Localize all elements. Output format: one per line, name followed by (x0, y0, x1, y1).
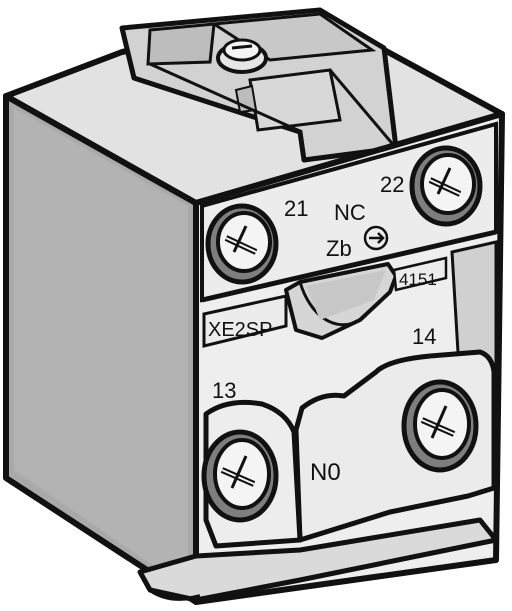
screw-22-icon (409, 145, 483, 227)
screw-21-icon (205, 203, 279, 285)
terminal-13-label: 13 (212, 378, 236, 403)
model-box: XE2SP (202, 294, 288, 348)
nc-label: NC (334, 200, 366, 225)
direction-arrow-icon (363, 225, 389, 251)
zb-label: Zb (326, 236, 352, 261)
top-screw-icon (216, 38, 268, 74)
terminal-21-label: 21 (284, 196, 308, 221)
bottom-lip (137, 517, 499, 603)
part-number-label: 4151 (399, 270, 437, 289)
screw-14-icon (401, 379, 479, 473)
terminal-14-label: 14 (412, 324, 436, 349)
terminal-22-label: 22 (380, 172, 404, 197)
model-label: XE2SP (208, 319, 272, 341)
screw-13-icon (201, 429, 279, 523)
no-label: N0 (310, 459, 341, 486)
part-number-box: 4151 (392, 256, 448, 292)
